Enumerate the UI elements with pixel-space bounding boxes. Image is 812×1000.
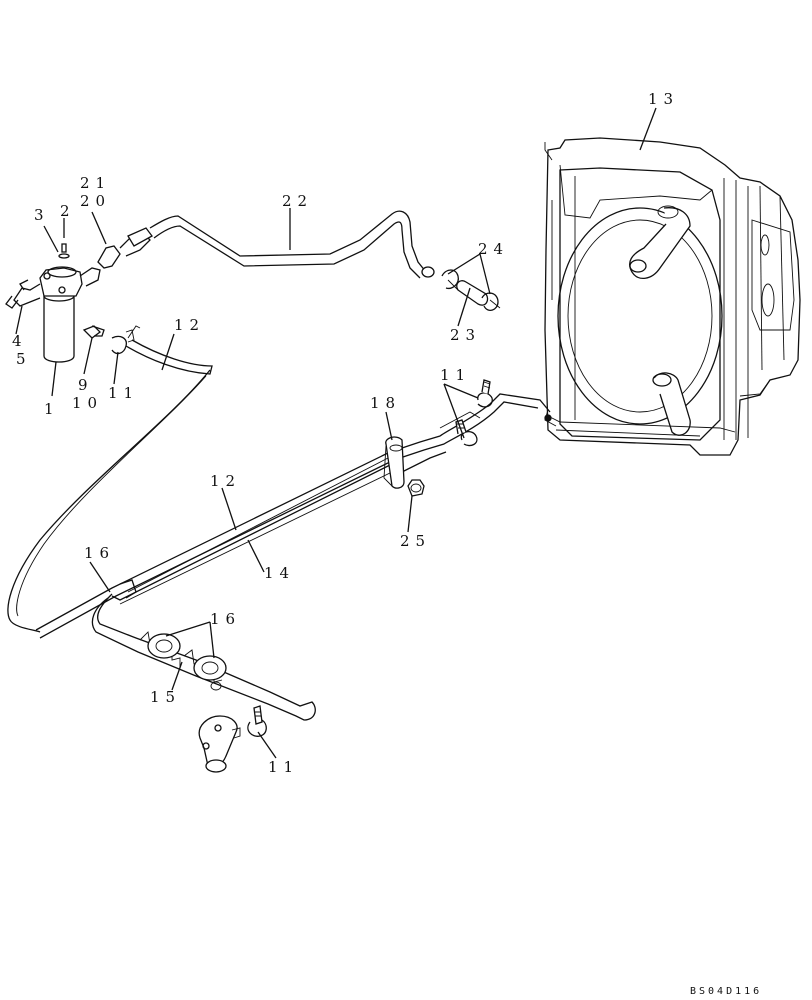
callout-5: 5	[16, 350, 32, 368]
elbow-fitting	[198, 715, 241, 773]
drawing-reference: BS04D116	[690, 986, 763, 997]
clamp-11-lower	[247, 705, 267, 737]
radiator-assembly	[544, 137, 801, 456]
callout-15: 15	[150, 688, 182, 706]
callout-24: 24	[478, 240, 510, 258]
callout-10: 10	[72, 394, 104, 412]
callout-9: 9	[78, 376, 94, 394]
callout-23: 23	[450, 326, 482, 344]
callout-4: 4	[12, 332, 28, 350]
callout-20: 20	[80, 192, 112, 210]
pipe-22	[149, 210, 435, 279]
callout-12-upper: 12	[174, 316, 206, 334]
callout-1: 1	[44, 400, 60, 418]
hose-23-and-clamps-24	[441, 269, 501, 312]
callout-18: 18	[370, 394, 402, 412]
clamp-18	[383, 436, 405, 489]
callout-25: 25	[400, 532, 432, 550]
callout-11-radiator: 11	[440, 366, 472, 384]
clamps-11-upper	[455, 379, 493, 447]
hose-12	[7, 339, 213, 633]
tubes-12-14	[35, 393, 551, 639]
callout-22: 22	[282, 192, 314, 210]
callout-12-lower: 12	[210, 472, 242, 490]
filter-assembly	[5, 227, 153, 363]
callout-3: 3	[34, 206, 50, 224]
callout-11-filter: 11	[108, 384, 140, 402]
callout-14: 14	[264, 564, 296, 582]
nut-25	[407, 479, 425, 497]
callout-16-left: 16	[84, 544, 116, 562]
callout-21: 21	[80, 174, 112, 192]
callout-11-lower: 11	[268, 758, 300, 776]
callout-13: 13	[648, 90, 680, 108]
hose-15-16	[91, 579, 316, 721]
callout-2: 2	[60, 202, 76, 220]
callout-16-right: 16	[210, 610, 242, 628]
leader-lines	[15, 107, 657, 759]
